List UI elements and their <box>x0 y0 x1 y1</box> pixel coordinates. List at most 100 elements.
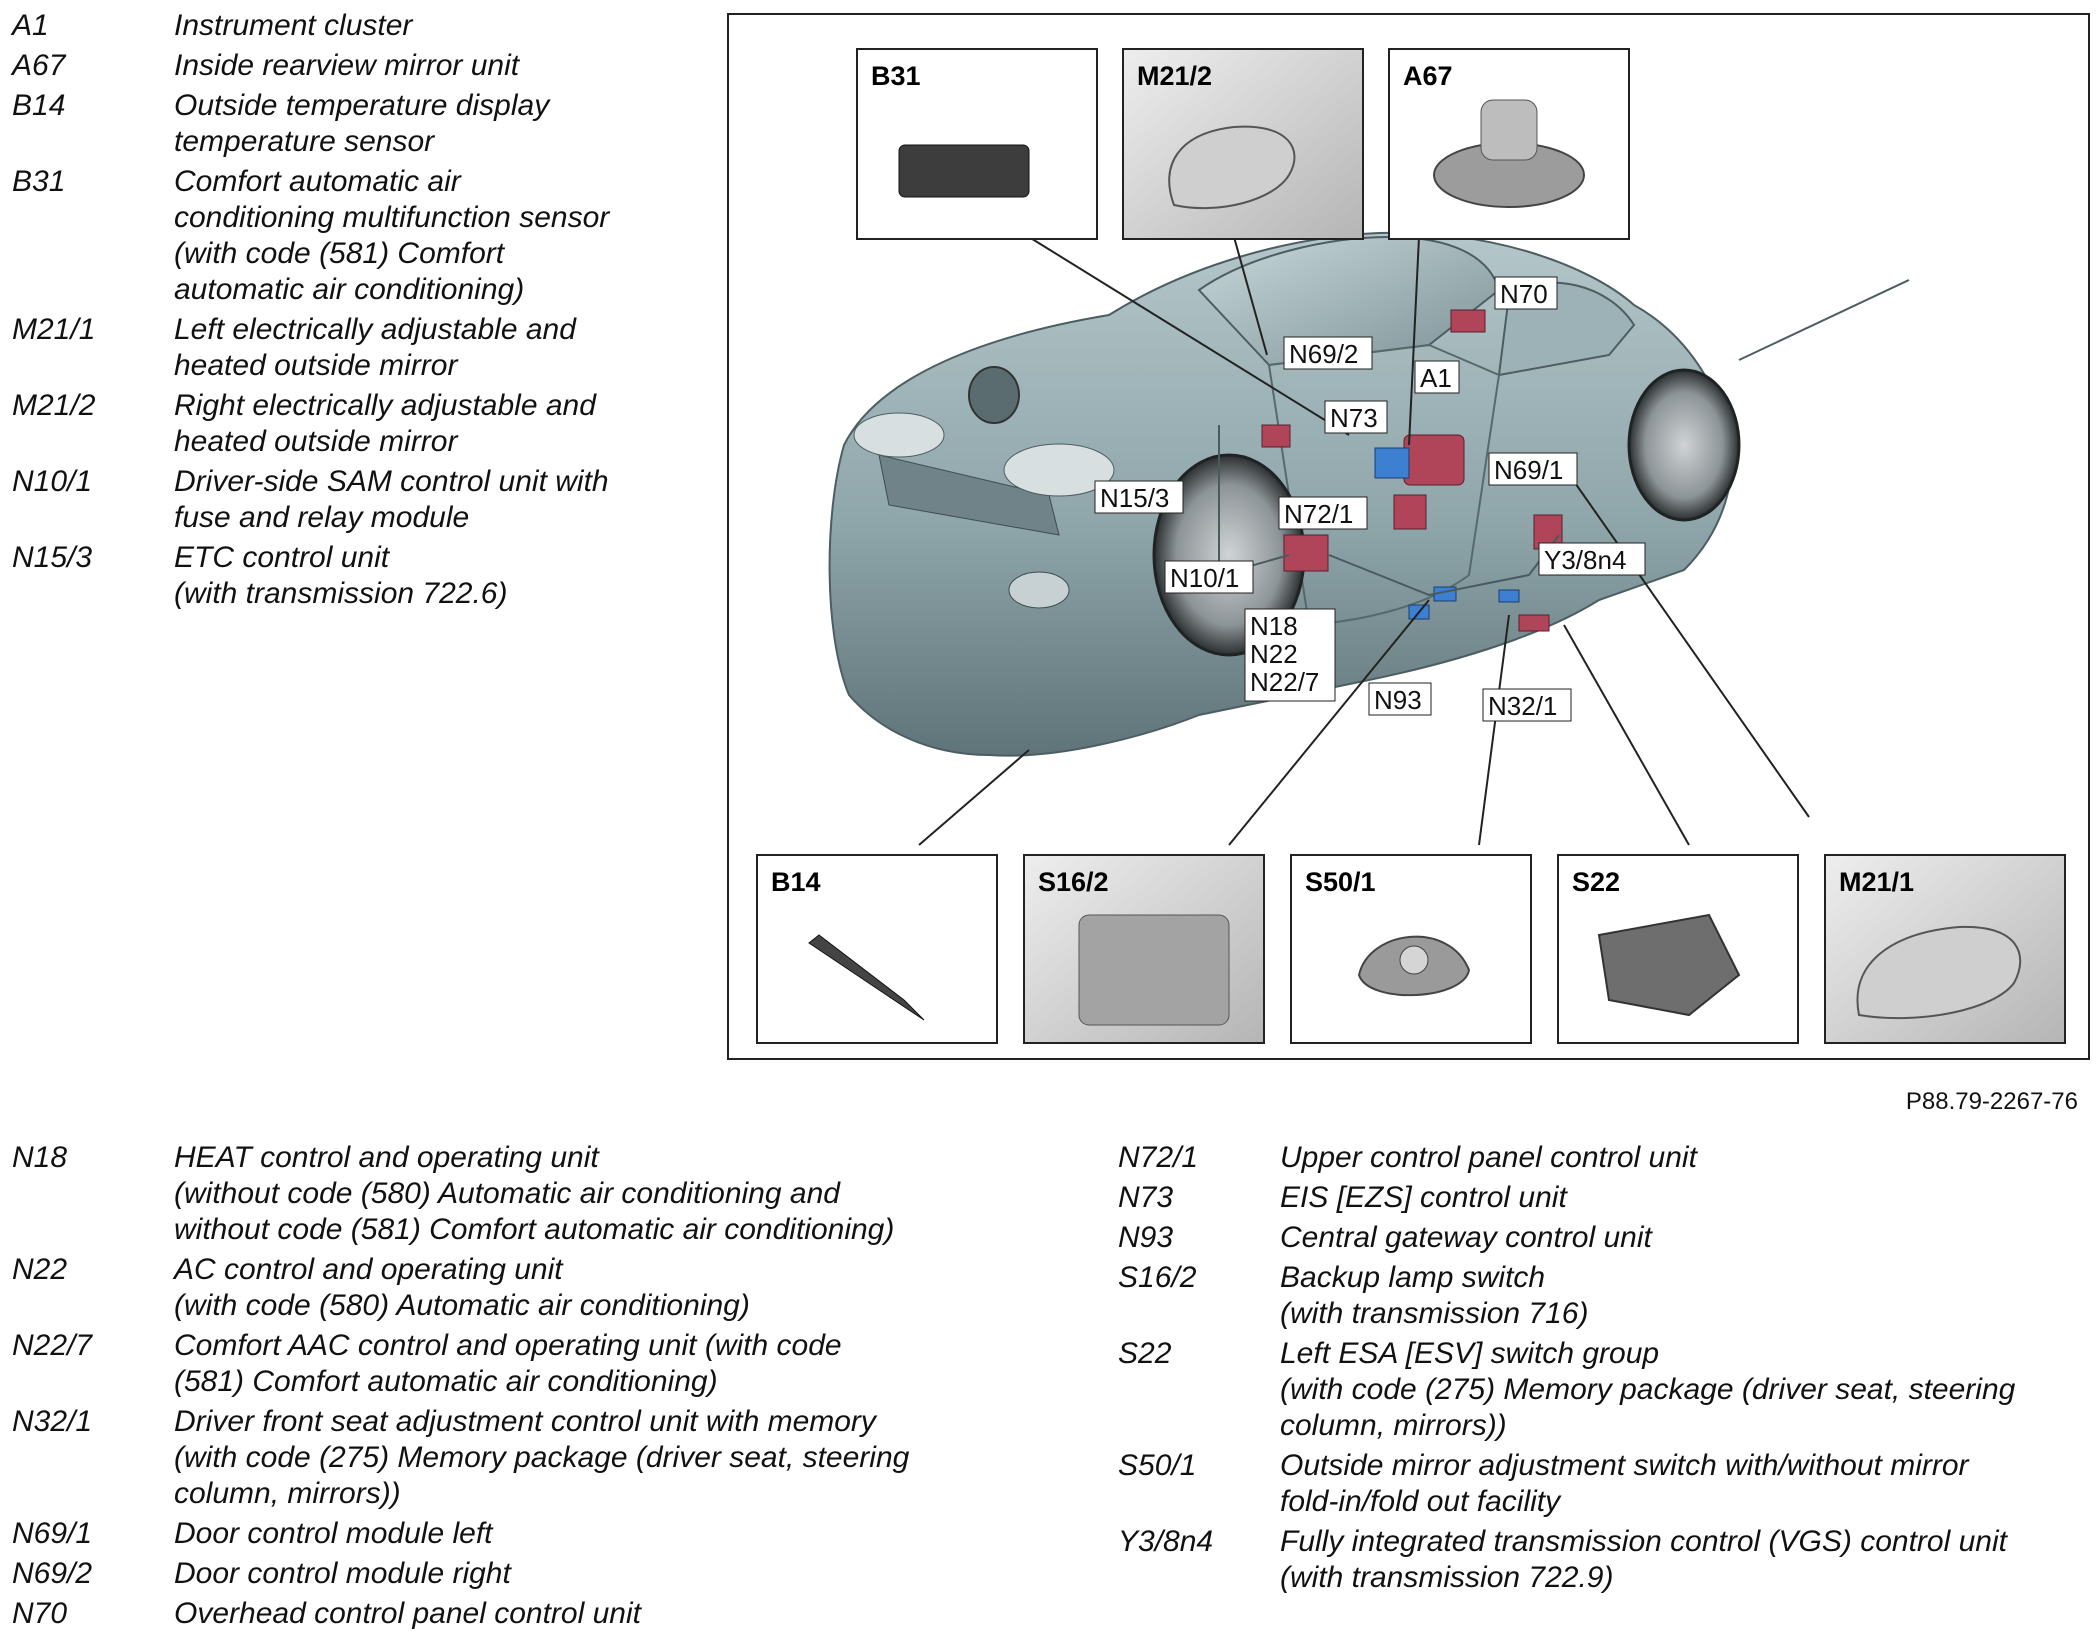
callout-y3-8n4: Y3/8n4 <box>1544 545 1626 575</box>
legend-row: N70 Overhead control panel control unit <box>12 1596 1072 1632</box>
legend-desc: Driver-side SAM control unit with fuse a… <box>174 465 609 534</box>
legend-row: B14 Outside temperature display temperatu… <box>12 88 692 160</box>
temperature-sensor-image <box>808 934 925 1021</box>
legend-row: M21/1 Left electrically adjustable and he… <box>12 312 692 384</box>
callout-n18: N18 <box>1250 611 1298 641</box>
legend-row: N15/3 ETC control unit (with transmission… <box>12 540 692 612</box>
inset-a67: A67 <box>1388 48 1630 240</box>
inset-label-s50-1: S50/1 <box>1305 867 1376 897</box>
legend-desc: EIS [EZS] control unit <box>1280 1181 1567 1214</box>
legend-code: M21/2 <box>12 389 96 422</box>
callout-a1: A1 <box>1420 363 1452 393</box>
inset-s22: S22 <box>1557 854 1799 1044</box>
inset-label-m21-2: M21/2 <box>1137 61 1212 91</box>
legend-code: S22 <box>1118 1337 1172 1370</box>
antenna <box>1738 279 1910 361</box>
legend-code: B14 <box>12 89 66 122</box>
legend-row: B31 Comfort automatic air conditioning mu… <box>12 164 692 308</box>
component-location-diagram: N70 N69/2 A1 N73 N69/1 N15/3 N72/1 Y3/8n… <box>756 48 2066 1044</box>
legend-code: N32/1 <box>12 1405 93 1438</box>
legend-code: N15/3 <box>12 541 93 574</box>
unit-n32-1 <box>1518 614 1550 632</box>
inset-b14: B14 <box>756 854 998 1044</box>
inset-label-b31: B31 <box>871 61 921 91</box>
legend-desc: Central gateway control unit <box>1280 1221 1652 1254</box>
legend-desc: Backup lamp switch (with transmission 71… <box>1280 1261 1589 1330</box>
legend-row: S22 Left ESA [ESV] switch group (with cod… <box>1118 1336 2078 1444</box>
legend-code: N72/1 <box>1118 1141 1199 1174</box>
legend-code: N22 <box>12 1253 68 1286</box>
legend-desc: Upper control panel control unit <box>1280 1141 1697 1174</box>
legend-row: Y3/8n4 Fully integrated transmission cont… <box>1118 1524 2078 1596</box>
legend-desc: AC control and operating unit (with code… <box>174 1253 750 1322</box>
callout-n69-1: N69/1 <box>1494 455 1563 485</box>
legend-bottom-right: N72/1 Upper control panel control unit N7… <box>1118 1140 2078 1600</box>
callout-n32-1: N32/1 <box>1488 691 1557 721</box>
unit-n72-1 <box>1393 494 1427 530</box>
legend-desc: Outside mirror adjustment switch with/wi… <box>1280 1449 1969 1518</box>
unit-n70 <box>1450 309 1486 333</box>
legend-code: N18 <box>12 1141 68 1174</box>
mirror-switch-knob <box>1399 945 1429 975</box>
unit-y3-8n4 <box>1498 589 1520 603</box>
legend-code: B31 <box>12 165 66 198</box>
legend-code: M21/1 <box>12 313 96 346</box>
inset-b31: B31 <box>856 48 1098 240</box>
multifunction-sensor-image <box>898 144 1030 198</box>
inset-label-s22: S22 <box>1572 867 1620 897</box>
legend-desc: Fully integrated transmission control (V… <box>1280 1525 2007 1594</box>
rear-wheel <box>1627 368 1741 522</box>
left-mirror-image <box>1856 925 2022 1020</box>
legend-code: N10/1 <box>12 465 93 498</box>
legend-desc: Comfort AAC control and operating unit (… <box>174 1329 842 1398</box>
inset-s50-1: S50/1 <box>1290 854 1532 1044</box>
legend-code: Y3/8n4 <box>1118 1525 1214 1558</box>
unit-n73 <box>1374 447 1410 479</box>
inset-m21-1: M21/1 <box>1824 854 2066 1044</box>
legend-code: N69/2 <box>12 1557 93 1590</box>
callout-n73: N73 <box>1330 403 1378 433</box>
leader-lines <box>918 236 1810 846</box>
fog-lamp <box>1008 571 1070 609</box>
legend-row: N72/1 Upper control panel control unit <box>1118 1140 2078 1176</box>
legend-desc: Door control module left <box>174 1517 493 1550</box>
transmission-image <box>1078 914 1230 1026</box>
legend-desc: Outside temperature display temperature … <box>174 89 550 158</box>
legend-row: N22 AC control and operating unit (with c… <box>12 1252 1072 1324</box>
legend-desc: Comfort automatic air conditioning multi… <box>174 165 610 306</box>
unit-n10-1 <box>1283 534 1329 572</box>
inset-label-m21-1: M21/1 <box>1839 867 1914 897</box>
inset-label-s16-2: S16/2 <box>1038 867 1109 897</box>
legend-code: S16/2 <box>1118 1261 1197 1294</box>
legend-row: N32/1 Driver front seat adjustment contro… <box>12 1404 1072 1512</box>
callout-n10-1: N10/1 <box>1170 563 1239 593</box>
legend-code: N70 <box>12 1597 68 1630</box>
callouts: N70 N69/2 A1 N73 N69/1 N15/3 N72/1 Y3/8n… <box>1094 276 1646 722</box>
legend-desc: Driver front seat adjustment control uni… <box>174 1405 910 1510</box>
figure-code: P88.79-2267-76 <box>1905 1088 2078 1115</box>
legend-desc: ETC control unit (with transmission 722.… <box>174 541 508 610</box>
legend-desc: Overhead control panel control unit <box>174 1597 641 1630</box>
legend-code: N93 <box>1118 1221 1174 1254</box>
legend-desc: Left electrically adjustable and heated … <box>174 313 576 382</box>
legend-desc: Right electrically adjustable and heated… <box>174 389 596 458</box>
callout-n22: N22 <box>1250 639 1298 669</box>
legend-desc: Left ESA [ESV] switch group (with code (… <box>1280 1337 2016 1442</box>
legend-row: N69/2 Door control module right <box>12 1556 1072 1592</box>
legend-desc: Inside rearview mirror unit <box>174 49 520 82</box>
inset-label-b14: B14 <box>771 867 821 897</box>
inset-m21-2: M21/2 <box>1122 48 1364 240</box>
mirror-mount <box>1480 99 1538 161</box>
legend-desc: Instrument cluster <box>174 9 413 42</box>
callout-n15-3: N15/3 <box>1100 483 1169 513</box>
legend-code: N69/1 <box>12 1517 93 1550</box>
legend-desc: Door control module right <box>174 1557 511 1590</box>
legend-code: A67 <box>12 49 66 82</box>
